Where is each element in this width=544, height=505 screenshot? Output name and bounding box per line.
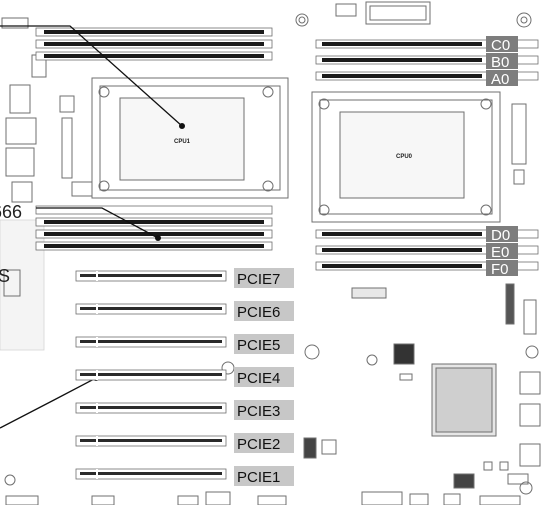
dimm-label-box-a0: [486, 70, 518, 86]
pcie-slot-pcie3: PCIE3: [75, 400, 294, 420]
pcie-slot-pcie4: PCIE4: [75, 367, 294, 387]
pcie-label: PCIE2: [237, 436, 280, 453]
dimm-label-d0: D0: [491, 227, 510, 244]
pcie-slot-pcie5: PCIE5: [75, 334, 294, 354]
dimm-label-box-c0: [486, 36, 518, 52]
callout-dot-dimm: [155, 235, 161, 241]
dimm-labels-top: C0 B0 A0: [486, 36, 518, 88]
pcie-label-box: [234, 268, 294, 288]
pcie-slot-pins: [80, 340, 222, 343]
pcie-label: PCIE5: [237, 337, 280, 354]
dimm-bank-cpu0-top: [315, 39, 539, 81]
callout-text-letter: S: [0, 266, 10, 286]
pcie-slot-key: [96, 337, 98, 347]
pcie-label: PCIE4: [237, 370, 280, 387]
cpu1-label: CPU1: [174, 139, 191, 145]
callout-line-dimm: [36, 207, 159, 239]
dimm-label-box-b0: [486, 53, 518, 69]
pcie-slot-key: [96, 469, 98, 479]
pcie-slot-key: [96, 436, 98, 446]
dimm-label-box-d0: [486, 226, 518, 242]
callout-text-dimm: 666: [0, 202, 22, 222]
cpu0-socket: [311, 91, 527, 223]
dimm-label-f0: F0: [491, 261, 509, 278]
mid-board-components: [4, 283, 541, 495]
top-power-connector: [295, 1, 532, 28]
dimm-label-e0: E0: [491, 244, 509, 261]
pcie-slot-pins: [80, 274, 222, 277]
dimm-bank-cpu1-bottom: [35, 205, 273, 251]
pcie-slot-pcie6: PCIE6: [75, 301, 294, 321]
pcie-slot-pins: [80, 406, 222, 409]
pcie-slot-pins: [80, 472, 222, 475]
pcie-label: PCIE3: [237, 403, 280, 420]
pcie-slot-pins: [80, 373, 222, 376]
dimm-label-box-f0: [486, 260, 518, 276]
dimm-bank-cpu0-bottom: [315, 229, 539, 271]
pcie-slot-key: [96, 403, 98, 413]
dimm-labels-bottom: D0 E0 F0: [486, 226, 518, 278]
left-io-connectors: [1, 17, 47, 297]
dimm-label-c0: C0: [491, 37, 510, 54]
pcie-slot-key: [96, 304, 98, 314]
pcie-label-box: [234, 433, 294, 453]
pcie-label-box: [234, 466, 294, 486]
pcie-slot-key: [96, 370, 98, 380]
pcie-label-box: [234, 301, 294, 321]
callout-line-cpu1: [0, 25, 183, 127]
pcie-label-box: [234, 367, 294, 387]
pcie-label-box: [234, 400, 294, 420]
pcie-label: PCIE7: [237, 271, 280, 288]
pcie-label-box: [234, 334, 294, 354]
pcie-slot-key: [96, 271, 98, 281]
cpu1-socket: [59, 77, 289, 199]
dimm-label-b0: B0: [491, 54, 509, 71]
dimm-label-a0: A0: [491, 71, 509, 88]
callout-lines: [0, 25, 183, 429]
pcie-label: PCIE1: [237, 469, 280, 486]
callout-line-pcie4: [0, 377, 97, 429]
dimm-label-box-e0: [486, 243, 518, 259]
pcie-slot-pcie7: PCIE7: [75, 268, 294, 288]
pcie-slot-pins: [80, 307, 222, 310]
dimm-bank-cpu1-top: [35, 27, 273, 61]
pcie-label: PCIE6: [237, 304, 280, 321]
pcie-slot-pins: [80, 439, 222, 442]
callout-dot-cpu1: [179, 123, 185, 129]
bottom-edge-connectors: [5, 491, 521, 505]
pcie-slot-pcie1: PCIE1: [75, 466, 294, 486]
pcie-slot-pcie2: PCIE2: [75, 433, 294, 453]
cpu0-label: CPU0: [396, 154, 413, 160]
